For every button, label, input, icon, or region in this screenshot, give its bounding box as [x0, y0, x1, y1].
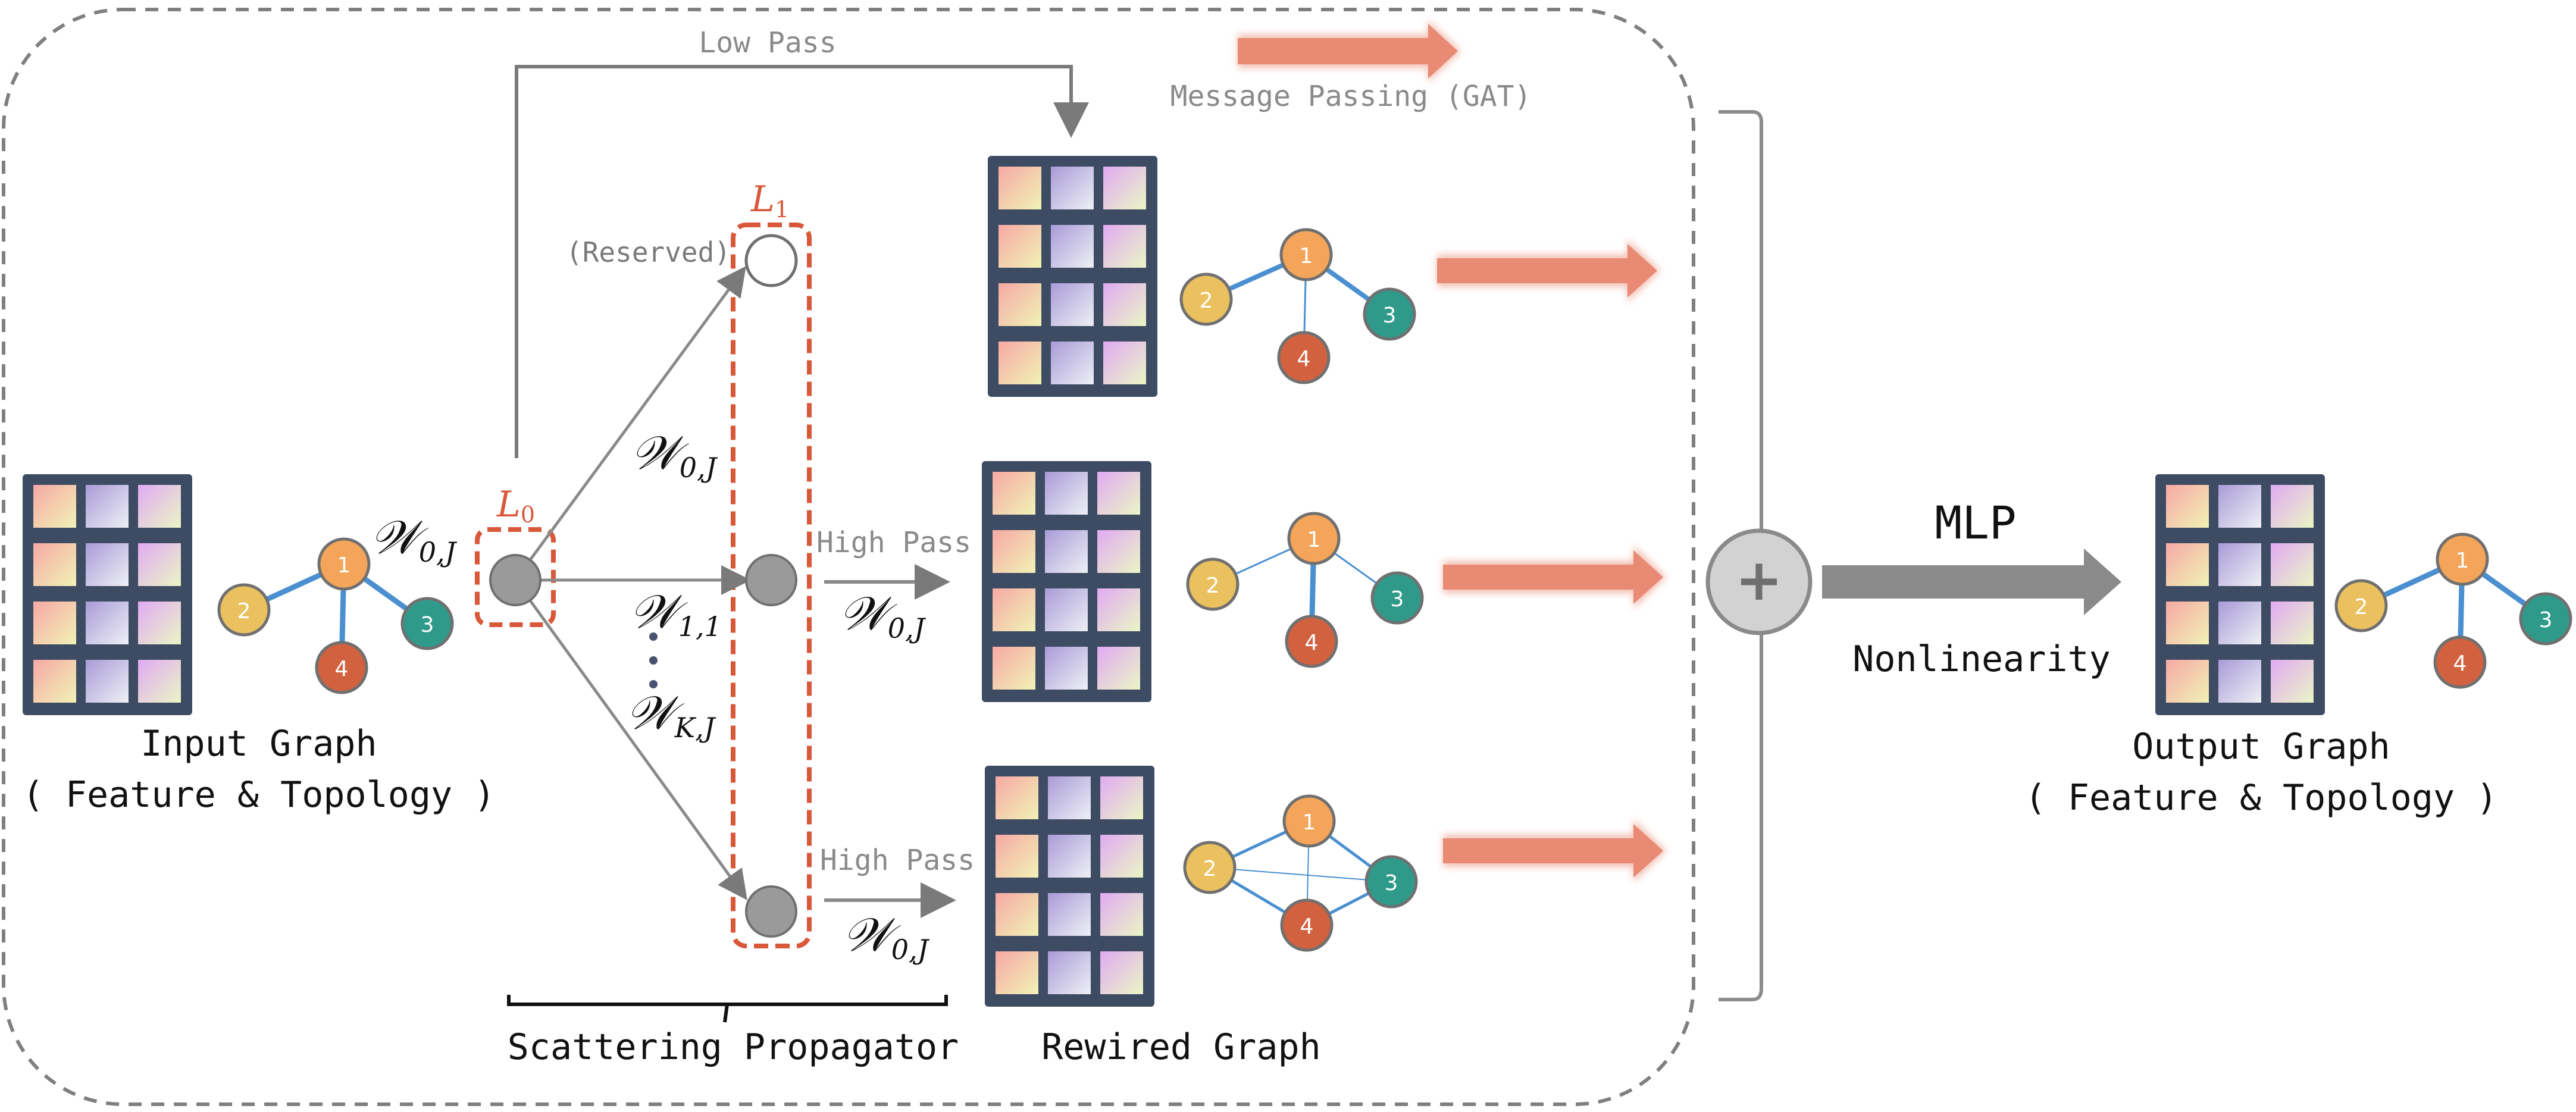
node-label: 2	[1200, 289, 1213, 313]
edge-to-bottom	[514, 579, 747, 901]
input-feature-matrix	[23, 474, 192, 715]
graph-node-1	[317, 537, 371, 591]
layer-1-label: L1	[750, 178, 789, 223]
node-label: 1	[1307, 528, 1321, 552]
node-label: 2	[237, 599, 251, 624]
graph-node-4	[1285, 615, 1338, 668]
node-label: 1	[337, 553, 351, 578]
node-label: 1	[1300, 244, 1313, 268]
rewired-topology-graph-1: 1 2 3 4	[1179, 228, 1416, 384]
node-label: 2	[1206, 574, 1220, 598]
layer-0-box	[475, 527, 556, 627]
rewired-graph-label: Rewired Graph	[1041, 1026, 1321, 1068]
graph-node-2	[217, 583, 271, 637]
graph-node-4	[315, 641, 368, 694]
graph-node-3	[1363, 287, 1416, 341]
node-label: 3	[2539, 608, 2553, 632]
propagator-bracket	[507, 995, 948, 1023]
low-pass-label: Low Pass	[699, 26, 836, 59]
node-label: 4	[2453, 651, 2467, 676]
high-pass-weight-1: 𝒲0,J	[839, 587, 927, 644]
rewired-feature-matrix-2	[982, 461, 1151, 702]
output-graph-subtitle: ( Feature & Topology )	[2025, 777, 2498, 819]
node-label: 1	[1303, 810, 1316, 835]
low-pass-path	[515, 65, 1089, 458]
rewired-feature-matrix-3	[985, 766, 1154, 1007]
sum-aggregation-node	[1705, 528, 1813, 635]
graph-node-1	[1279, 228, 1333, 281]
graph-node-4	[2433, 635, 2487, 689]
rewired-topology-graph-3: 1 2 3 4	[1183, 794, 1418, 952]
node-label: 4	[1297, 347, 1311, 371]
rewired-topology-graph-2: 1 2 3 4	[1186, 512, 1424, 668]
node-label: 4	[335, 657, 349, 681]
layer-0-label: L0	[496, 484, 535, 528]
graph-node-4	[1280, 898, 1334, 952]
nonlinearity-label: Nonlinearity	[1852, 638, 2110, 680]
weight-bottom: 𝒲K,J	[626, 687, 716, 744]
vertical-ellipsis	[649, 632, 658, 688]
node-label: 2	[1203, 857, 1217, 881]
output-topology-graph: 1 2 3 4	[2334, 532, 2572, 689]
node-label: 2	[2355, 595, 2368, 619]
message-passing-label: Message Passing (GAT)	[1170, 80, 1532, 113]
graph-node-3	[1364, 855, 1418, 909]
layer-0-node	[489, 554, 542, 606]
message-passing-arrow-1	[1437, 239, 1660, 302]
node-label: 4	[1305, 631, 1319, 655]
mlp-arrow	[1822, 549, 2121, 615]
output-feature-matrix	[2155, 474, 2325, 715]
message-passing-arrow-3	[1443, 819, 1666, 882]
graph-node-1	[1287, 512, 1341, 565]
message-passing-arrow-2	[1443, 546, 1666, 609]
mlp-label: MLP	[1935, 496, 2016, 549]
graph-node-4	[1277, 331, 1331, 384]
graph-node-2	[2334, 579, 2388, 632]
graph-node-3	[2519, 592, 2572, 646]
bottom-node	[745, 885, 797, 938]
graph-node-2	[1183, 841, 1237, 894]
scattering-propagator-label: Scattering Propagator	[508, 1026, 959, 1068]
middle-node	[745, 554, 797, 606]
graph-node-3	[1370, 571, 1424, 625]
reserved-label: (Reserved)	[566, 236, 731, 268]
graph-node-2	[1179, 272, 1233, 326]
node-label: 3	[421, 613, 434, 637]
node-label: 3	[1385, 871, 1398, 895]
node-label: 3	[1383, 303, 1397, 328]
graph-node-3	[400, 597, 454, 650]
message-passing-legend-arrow	[1238, 20, 1461, 82]
high-pass-label-2: High Pass	[820, 844, 975, 877]
high-pass-label-1: High Pass	[816, 526, 971, 559]
weight-middle: 𝒲1,1	[630, 585, 722, 643]
input-graph-title: Input Graph	[140, 723, 377, 765]
input-graph-subtitle: ( Feature & Topology )	[23, 774, 496, 816]
input-topology-graph: 1 2 3 4	[217, 537, 454, 694]
node-label: 4	[1300, 914, 1314, 939]
node-label: 1	[2456, 549, 2469, 573]
reserved-node	[744, 234, 798, 287]
rewired-feature-matrix-1	[988, 156, 1157, 397]
graph-node-2	[1186, 557, 1240, 611]
high-pass-weight-2: 𝒲0,J	[843, 909, 930, 966]
outer-dashed-frame	[2, 8, 1695, 1106]
output-graph-title: Output Graph	[2132, 726, 2390, 768]
node-label: 3	[1391, 587, 1404, 612]
plus-icon: +	[1735, 547, 1783, 613]
graph-node-1	[1282, 794, 1336, 848]
weight-top: 𝒲0,J	[631, 427, 718, 484]
graph-node-1	[2436, 532, 2489, 586]
edge-to-reserved	[514, 265, 746, 581]
input-wavelet-weight: 𝒲0,J	[370, 511, 458, 568]
